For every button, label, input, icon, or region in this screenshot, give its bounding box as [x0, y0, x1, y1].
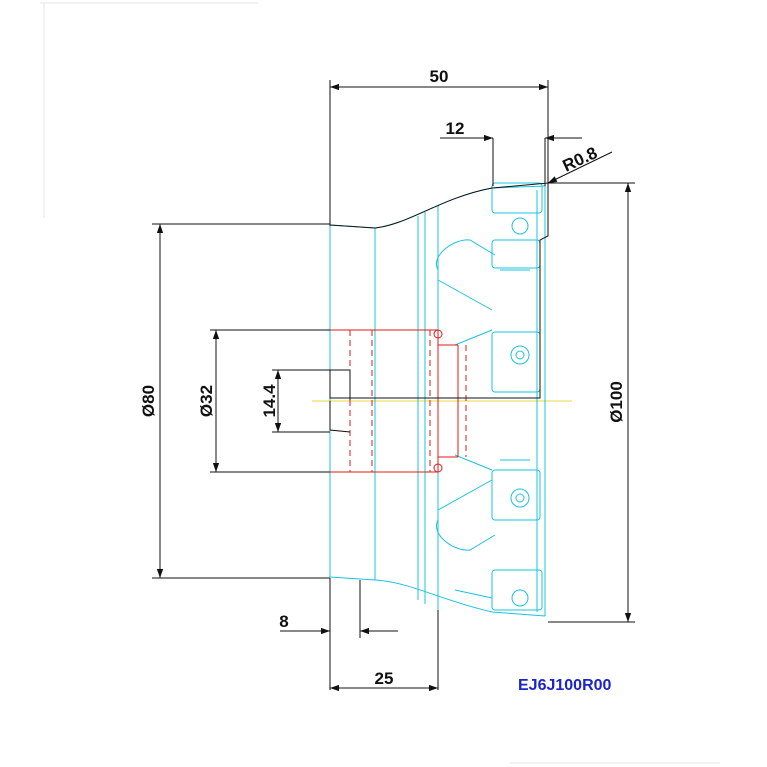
sheet-border — [40, 2, 720, 764]
dimension-keyway-depth: 8 — [279, 578, 398, 690]
dimension-bore-diameter: Ø32 — [197, 329, 330, 473]
bore-section — [330, 329, 467, 473]
hub-diameter-label: Ø80 — [139, 385, 158, 417]
dimension-outer-diameter: Ø100 — [548, 182, 635, 623]
dimension-hub-length: 25 — [330, 610, 439, 692]
keyway-outline — [329, 401, 351, 433]
overall-length-label: 50 — [430, 67, 449, 86]
model-code: EJ6J100R00 — [518, 677, 612, 694]
cutter-body-outline — [329, 182, 546, 617]
dimension-insert-width: 12 — [440, 119, 582, 186]
keyway-width-label: 14.4 — [260, 384, 279, 418]
bore-diameter-label: Ø32 — [197, 385, 216, 417]
dimension-corner-radius: R0.8 — [547, 143, 613, 184]
dimension-hub-diameter: Ø80 — [139, 223, 330, 579]
keyway-depth-label: 8 — [279, 612, 288, 631]
profile-outline — [329, 182, 549, 400]
dimension-overall-length: 50 — [329, 67, 549, 226]
insert-width-label: 12 — [446, 119, 465, 138]
dimension-keyway-width: 14.4 — [260, 369, 330, 433]
hub-length-label: 25 — [375, 669, 394, 688]
outer-diameter-label: Ø100 — [607, 381, 626, 423]
corner-radius-label: R0.8 — [560, 143, 601, 175]
